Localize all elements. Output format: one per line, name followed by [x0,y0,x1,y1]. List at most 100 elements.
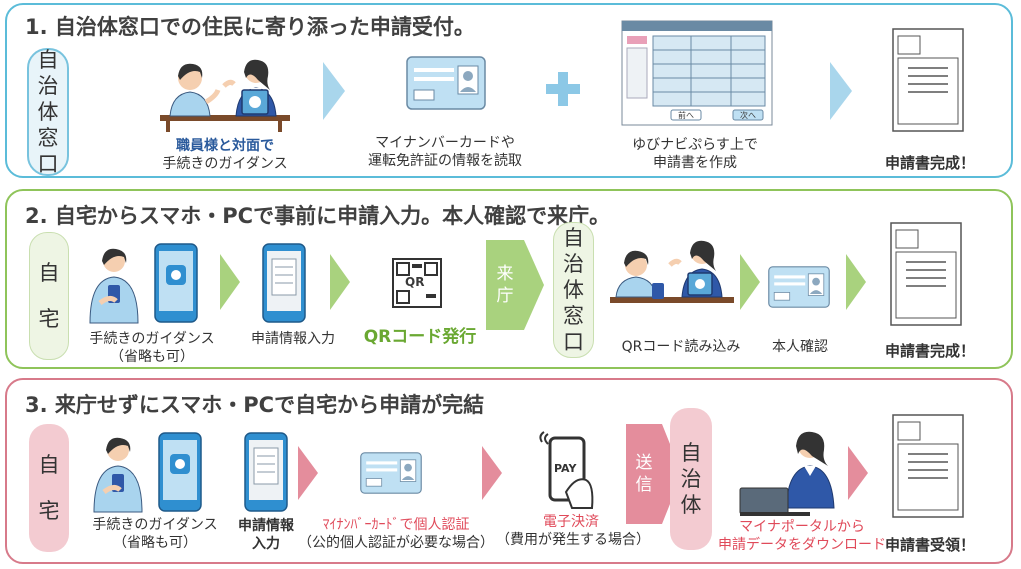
qr-code-icon [392,258,442,308]
section-3-step-3-caption: ﾏｲﾅﾝﾊﾞｰｶｰﾄﾞで個人認証 （公的個人認証が必要な場合） [298,516,494,552]
section-2-step-4-caption: QRコード読み込み [621,339,741,355]
arrow-char: 来 [496,264,514,284]
arrow-icon [220,254,240,310]
smartphone-form-icon [262,243,306,323]
pill-char: 自 [680,441,702,465]
section-3-office-pill: 自 治 体 [670,408,712,550]
section-2-office-pill: 自 治 体 窓 口 [553,222,594,358]
section-2-panel [5,189,1013,369]
arrow-icon [323,62,345,120]
pill-char: 窓 [37,126,59,150]
step-2-line-1: 申請情報 [238,518,294,534]
step-2-line-2: 運転免許証の情報を読取 [368,153,522,169]
section-3-home-pill: 自 宅 [29,424,69,552]
arrow-char: 信 [635,475,653,495]
section-3-step-5-caption: マイナポータルから 申請データをダウンロード [712,518,892,554]
application-form-icon [621,20,773,126]
section-3-step-4-caption: 電子決済 （費用が発生する場合） [496,513,650,549]
section-1-office-pill: 自 治 体 窓 口 [27,48,69,176]
pill-char: 自 [563,226,584,250]
document-icon [892,414,964,518]
smartphone-icon [158,432,202,512]
section-1-step-1-caption: 職員様と対面で 手続きのガイダンス [150,137,300,173]
arrow-icon [846,254,866,310]
section-1-title: 1. 自治体窓口での住民に寄り添った申請受付。 [25,15,475,39]
phone-payment-icon [539,431,594,509]
pay-label: PAY [554,462,577,475]
id-card-icon [768,266,830,308]
pill-char: 自 [38,261,60,285]
step-1-line-1: 手続きのガイダンス [89,331,215,347]
pill-char: 体 [37,100,59,124]
step-4-line-1: 電子決済 [543,514,599,530]
pill-char: 治 [563,252,584,276]
arrow-char: 送 [635,453,653,473]
arrow-char: 庁 [496,286,514,306]
pill-char: 自 [37,48,59,72]
pill-char: 口 [37,152,59,176]
form-next-button: 次へ [740,111,756,120]
pill-char: 宅 [38,307,60,331]
step-1-line-2: （省略も可） [113,535,197,551]
section-1-step-3-caption: ゆびナビぷらす上で 申請書を作成 [600,136,790,172]
tablet-scan-icon [610,240,734,303]
section-2-step-1-caption: 手続きのガイダンス （省略も可） [77,330,227,366]
step-2-line-2: 入力 [252,536,280,552]
step-3-line-2: 申請書を作成 [653,155,737,171]
section-2-step-2-caption: 申請情報入力 [251,331,335,347]
pill-char: 治 [37,74,59,98]
section-3-step-1-caption: 手続きのガイダンス （省略も可） [80,516,230,552]
section-1-panel [5,3,1013,178]
section-3-title: 3. 来庁せずにスマホ・PCで自宅から申請が完結 [25,393,485,417]
arrow-label-visit: 来 庁 [486,248,524,322]
arrow-icon [486,240,544,330]
section-3-panel [5,378,1013,564]
step-3-line-2: （公的個人認証が必要な場合） [298,535,494,551]
pill-char: 窓 [563,304,584,328]
step-1-line-1: 職員様と対面で [176,138,274,154]
arrow-label-send: 送 信 [626,436,662,512]
arrow-icon [830,62,852,120]
step-1-line-2: 手続きのガイダンス [162,156,288,172]
document-icon [892,28,964,132]
arrow-icon [626,424,682,524]
arrow-icon [298,446,318,500]
pill-char: 宅 [38,499,60,523]
step-3-line-1: ﾏｲﾅﾝﾊﾞｰｶｰﾄﾞで個人認証 [322,517,470,533]
arrow-icon [482,446,502,500]
person-with-phone-icon [89,248,139,324]
smartphone-form-icon [244,432,288,512]
step-3-line-1: ゆびナビぷらす上で [632,137,758,153]
pill-char: 体 [563,278,584,302]
arrow-icon [740,254,760,310]
section-2-step-3-caption: QRコード発行 [363,327,477,347]
pill-char: 治 [680,467,702,491]
id-card-icon [406,56,486,110]
section-2-home-pill: 自 宅 [29,232,69,360]
person-with-phone-icon [93,437,143,513]
plus-icon [546,72,580,106]
step-5-line-1: マイナポータルから [739,519,865,535]
pill-char: 自 [38,453,60,477]
section-3-step-2-caption: 申請情報 入力 [226,517,306,553]
section-2-done: 申請書完成！ [885,342,976,360]
arrow-icon [848,446,868,500]
step-1-line-2: （省略も可） [110,349,194,365]
step-4-line-2: （費用が発生する場合） [496,532,650,548]
woman-at-laptop-icon [739,431,835,516]
step-1-line-1: 手続きのガイダンス [92,517,218,533]
section-1-done: 申請書完成！ [885,154,976,172]
section-2-title: 2. 自宅からスマホ・PCで事前に申請入力。本人確認で来庁。 [25,204,611,228]
section-3-done: 申請書受領！ [885,536,976,554]
section-1-step-2-caption: マイナンバーカードや 運転免許証の情報を読取 [340,134,550,170]
step-2-line-1: マイナンバーカードや [375,135,515,151]
arrow-icon [330,254,350,310]
pill-char: 口 [563,330,584,354]
section-2-step-5-caption: 本人確認 [772,339,828,355]
step-5-line-2: 申請データをダウンロード [718,537,886,553]
pill-char: 体 [680,493,702,517]
document-icon [890,222,962,326]
id-card-icon [360,452,422,494]
form-prev-button: 前へ [678,111,694,120]
smartphone-icon [154,243,198,323]
